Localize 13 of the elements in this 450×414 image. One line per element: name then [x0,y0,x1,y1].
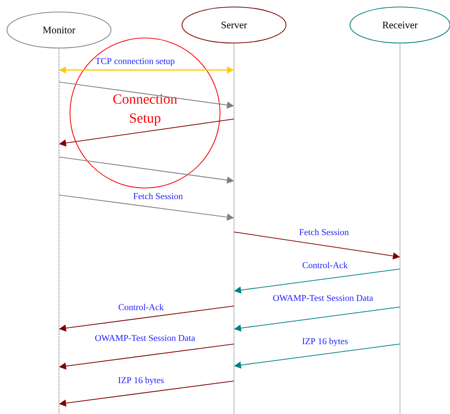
message-arrow [234,306,400,332]
edge-label: TCP connection setup [94,58,176,66]
message-arrow [234,344,400,369]
edge-label: Fetch Session [132,192,184,200]
edge-label: IZP 16 bytes [118,376,164,386]
edge-label: Control-Ack [118,303,164,311]
edge-label: Control-Ack [302,261,348,269]
edge-label: IZP 16 bytes [302,337,348,347]
message-arrow [234,268,400,294]
edge-label: Fetch Session [298,228,350,236]
edge-label: OWAMP-Test Session Data [272,294,374,302]
edge-label: OWAMP-Test Session Data [94,334,196,342]
annotation-label: Connection Setup [113,94,178,126]
